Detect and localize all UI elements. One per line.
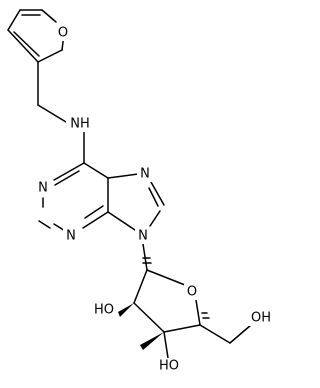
- n9-label: N: [138, 229, 148, 244]
- bond: [107, 211, 136, 231]
- bond: [7, 29, 39, 63]
- amine-label: NH: [70, 117, 90, 132]
- bond: [149, 210, 161, 227]
- hydroxyl-label-top: HO: [94, 303, 114, 318]
- bond: [37, 104, 67, 123]
- bond: [84, 205, 104, 219]
- bond: [133, 302, 165, 333]
- label-mask: [135, 228, 151, 244]
- bond: [163, 331, 169, 359]
- hydroxyl-label-bottom: HO: [159, 359, 179, 374]
- label-mask: [35, 180, 51, 196]
- label-mask: [137, 166, 153, 182]
- bond: [107, 173, 139, 179]
- bond: [41, 9, 57, 23]
- furan-oxygen-label: O: [58, 26, 68, 41]
- bond: [83, 162, 109, 179]
- hydroxyl-label-right: OH: [251, 311, 271, 326]
- label-mask: [155, 358, 183, 374]
- label-mask: [184, 284, 200, 300]
- structure-drawing: O NH N N N N O HO HO OH: [7, 9, 276, 374]
- bond: [54, 170, 80, 186]
- label-mask: [246, 310, 276, 326]
- bond: [199, 324, 231, 344]
- molecule-figure: O NH N N N N O HO HO OH: [7, 9, 276, 374]
- label-mask: [63, 228, 79, 244]
- n3-label: N: [66, 229, 76, 244]
- bond: [195, 299, 201, 326]
- bond: [229, 324, 252, 344]
- bond: [150, 181, 165, 206]
- bond: [82, 211, 109, 229]
- label-mask: [90, 302, 118, 318]
- purine-six-ring: [38, 162, 109, 237]
- bond: [163, 324, 201, 333]
- label-mask: [55, 25, 71, 41]
- bond: [142, 243, 148, 271]
- wedge-bond: [140, 332, 164, 350]
- n1-label: N: [38, 181, 48, 196]
- bond: [37, 49, 63, 63]
- ring-oxygen-label: O: [187, 285, 197, 300]
- furan-ring: [7, 9, 65, 63]
- purine-five-ring: [107, 173, 165, 231]
- bond: [148, 187, 159, 207]
- wedge-bond: [118, 303, 134, 317]
- bond: [13, 31, 40, 57]
- sugar-ring: [133, 257, 201, 333]
- n7-label: N: [140, 167, 150, 182]
- bond: [53, 162, 85, 181]
- label-mask: [66, 116, 94, 132]
- bond: [7, 9, 21, 31]
- bond: [38, 220, 51, 229]
- bond: [146, 269, 186, 286]
- bond: [133, 269, 148, 304]
